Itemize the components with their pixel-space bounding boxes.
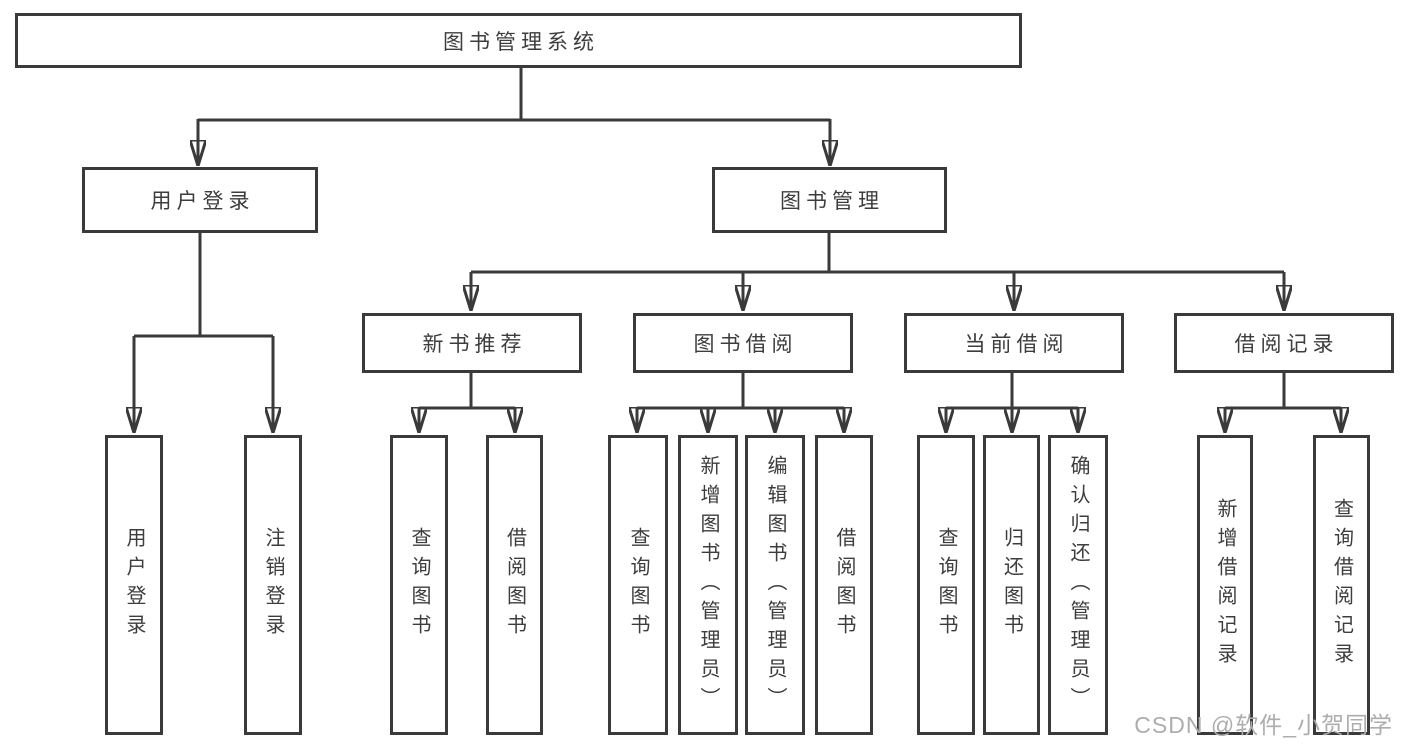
leaf-label: 归还图书 [1000,527,1023,643]
leaf-query-books-current: 查询图书 [917,435,975,735]
csdn-watermark: CSDN @软件_小贺同学 [1134,712,1393,738]
connector-current-borrowing-children [946,373,1078,433]
leaf-label: 新增图书（管理员） [697,454,719,716]
node-new-book-recommendation: 新书推荐 [362,313,582,373]
leaf-label: 查询借阅记录 [1330,498,1353,672]
node-library-management-system: 图书管理系统 [15,13,1022,68]
leaf-label: 借阅图书 [503,527,526,643]
leaf-query-borrow-record: 查询借阅记录 [1313,435,1370,735]
node-current-borrowing: 当前借阅 [904,313,1124,373]
leaf-query-books-borrowing: 查询图书 [608,435,668,735]
leaf-logout: 注销登录 [244,435,302,735]
leaf-confirm-return-admin: 确认归还（管理员） [1048,435,1108,735]
leaf-label: 借阅图书 [833,527,855,643]
node-label: 图书管理系统 [443,30,599,54]
leaf-label: 查询图书 [408,527,430,643]
leaf-label: 新增借阅记录 [1214,498,1236,672]
leaf-label: 查询图书 [627,527,649,643]
node-label: 借阅记录 [1234,333,1339,356]
leaf-add-book-admin: 新增图书（管理员） [678,435,738,735]
node-borrowing-records: 借阅记录 [1174,313,1394,373]
leaf-query-books-recommend: 查询图书 [390,435,448,735]
connector-book-management-children [471,232,1284,311]
connector-root-to-level2 [198,65,830,166]
leaf-edit-book-admin: 编辑图书（管理员） [745,435,805,735]
node-label: 图书借阅 [693,333,798,356]
node-label: 图书管理 [780,190,884,213]
node-label: 当前借阅 [964,333,1069,356]
leaf-return-book: 归还图书 [983,435,1040,735]
leaf-add-borrow-record: 新增借阅记录 [1197,435,1253,735]
leaf-user-login: 用户登录 [105,435,163,735]
leaf-label: 查询图书 [935,527,957,643]
leaf-label: 用户登录 [123,527,145,643]
connector-user-login-children [134,232,273,433]
connector-borrowing-records-children [1225,373,1341,433]
node-label: 用户登录 [150,190,255,213]
node-book-management: 图书管理 [712,167,947,233]
leaf-label: 注销登录 [262,527,284,643]
connector-new-book-recommendation-children [419,373,515,433]
leaf-borrow-books-recommend: 借阅图书 [486,435,543,735]
leaf-label: 编辑图书（管理员） [764,454,786,716]
leaf-borrow-books-borrowing: 借阅图书 [815,435,873,735]
leaf-label: 确认归还（管理员） [1067,454,1089,716]
node-user-login: 用户登录 [82,167,318,233]
node-book-borrowing: 图书借阅 [633,313,853,373]
connector-book-borrowing-children [637,373,844,433]
node-label: 新书推荐 [422,333,527,356]
